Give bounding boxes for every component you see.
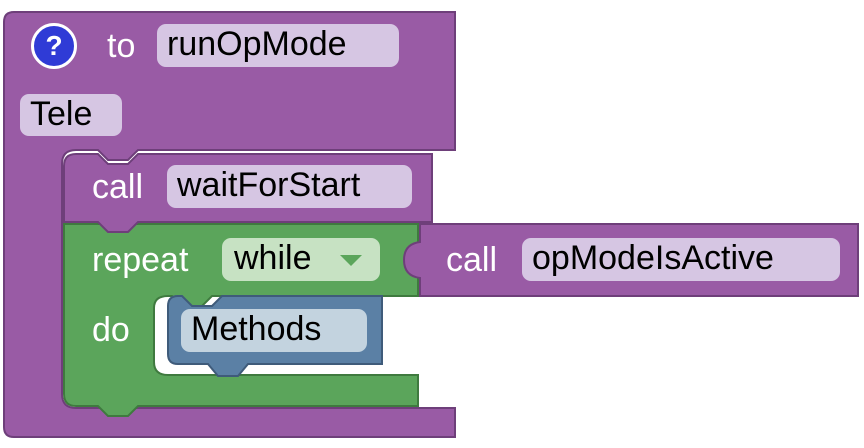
do-label: do: [92, 311, 130, 349]
condition-call-label: call: [446, 241, 498, 279]
wait-call-label: call: [92, 168, 144, 206]
question-mark-icon[interactable]: ?: [31, 23, 77, 69]
wait-function-field[interactable]: waitForStart: [167, 165, 412, 208]
condition-function-field[interactable]: opModeIsActive: [522, 238, 840, 281]
repeat-label: repeat: [92, 241, 189, 279]
repeat-mode-dropdown[interactable]: while: [222, 238, 380, 281]
chevron-down-icon: [340, 255, 362, 266]
procedure-name-field[interactable]: runOpMode: [157, 24, 399, 67]
methods-field[interactable]: Methods: [181, 309, 367, 352]
comment-tag[interactable]: Tele: [20, 94, 122, 136]
repeat-mode-value: while: [234, 239, 312, 277]
to-label: to: [107, 27, 136, 65]
